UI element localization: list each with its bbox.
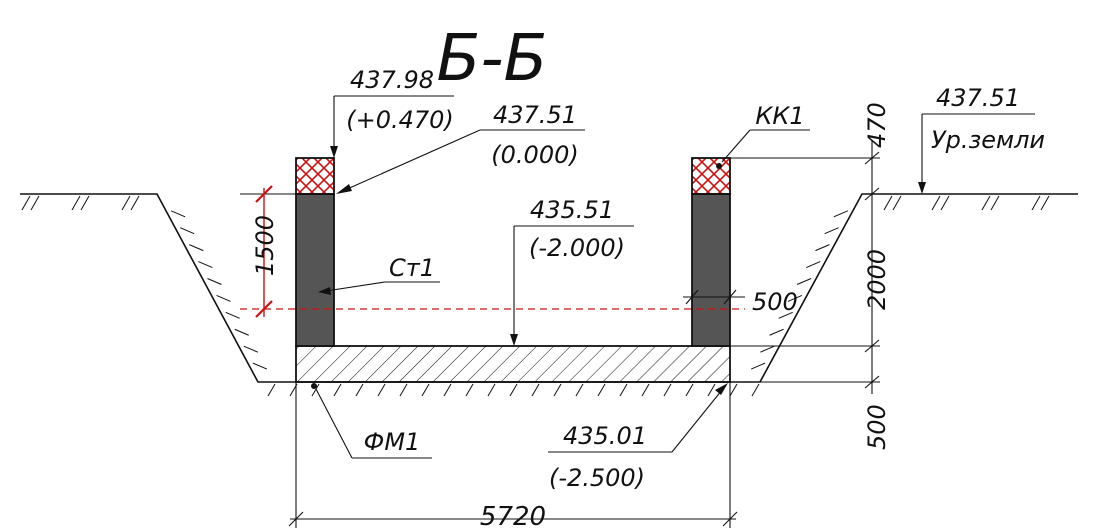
dim-width <box>288 382 738 528</box>
dim-right-chain <box>730 140 880 394</box>
wall-mark: Ст1 <box>389 254 435 282</box>
leader-wall-top <box>330 95 454 158</box>
dim-slab-height-label: 500 <box>863 404 891 450</box>
dim-wall-height <box>240 185 296 318</box>
foundation-point-rel: (-2.500) <box>549 464 645 492</box>
dim-offset <box>683 289 745 305</box>
ground-point-rel: (0.000) <box>491 141 578 169</box>
leader-bottom-point <box>510 225 634 346</box>
ground-hatch <box>21 195 1050 397</box>
right-wall <box>691 193 731 347</box>
dim-wall-height-label: 1500 <box>251 215 279 276</box>
wall-top-elev: 437.98 <box>350 66 434 94</box>
foundation-slab <box>295 345 731 383</box>
left-cap-block <box>295 157 335 195</box>
ground-level-elev: 437.51 <box>936 84 1020 112</box>
bottom-point-rel: (-2.000) <box>529 234 625 262</box>
leader-cap-mark <box>716 129 810 169</box>
leader-slab-mark <box>311 383 432 459</box>
wall-top-rel: (+0.470) <box>346 106 454 134</box>
dim-offset-label: 500 <box>752 288 798 316</box>
ground-level-label: Ур.земли <box>931 126 1045 154</box>
dim-depth-label: 2000 <box>863 249 891 310</box>
foundation-point-elev: 435.01 <box>563 422 647 450</box>
left-wall <box>295 193 335 347</box>
leader-wall-mark <box>318 281 440 295</box>
dim-cap-height-label: 470 <box>863 102 891 148</box>
leader-foundation-point <box>548 383 728 453</box>
bottom-point-elev: 435.51 <box>530 196 614 224</box>
cap-mark: КК1 <box>755 102 804 130</box>
leader-ground-point <box>336 129 585 194</box>
slab-mark: ФМ1 <box>364 428 421 456</box>
leader-ground-level <box>918 113 1035 194</box>
dim-width-label: 5720 <box>480 502 546 528</box>
section-title: Б-Б <box>437 22 548 96</box>
right-cap-block <box>691 157 731 195</box>
ground-point-elev: 437.51 <box>493 101 577 129</box>
